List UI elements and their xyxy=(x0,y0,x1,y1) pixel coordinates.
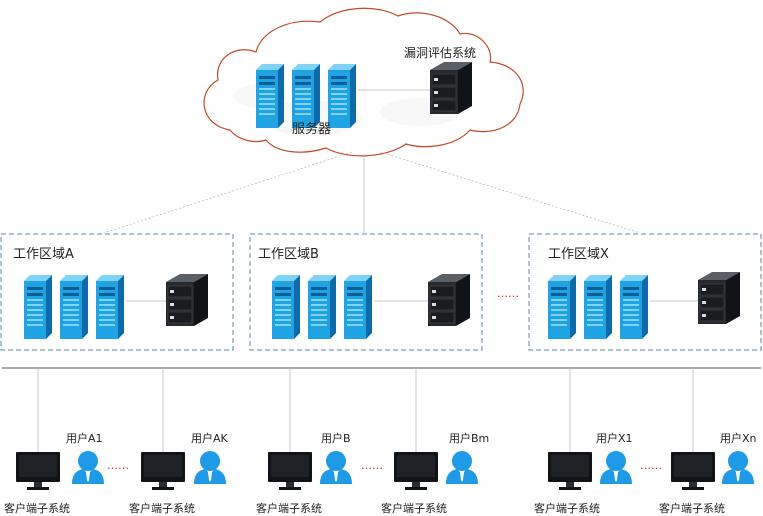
cloud-connectors xyxy=(103,151,641,234)
client-b: 用户B 客户端子系统 xyxy=(256,431,352,515)
zone-title: 工作区域X xyxy=(548,247,609,262)
server-tower-icon xyxy=(24,275,52,339)
person-icon xyxy=(722,451,754,484)
person-icon xyxy=(72,451,104,484)
server-tower-icon xyxy=(308,275,336,339)
user-label: 用户Xn xyxy=(720,431,757,445)
zone-border xyxy=(528,233,762,351)
zone-title: 工作区域A xyxy=(13,247,74,262)
client-system-label: 客户端子系统 xyxy=(534,501,600,515)
zone-gap-dots: …… xyxy=(497,287,519,300)
zone-b: 工作区域B xyxy=(249,233,483,351)
server-tower-icon xyxy=(96,275,124,339)
client-bm: 用户Bm 客户端子系统 xyxy=(381,431,489,515)
zone-x: 工作区域X xyxy=(528,233,762,351)
rack-server-icon xyxy=(429,61,473,115)
monitor-icon xyxy=(16,452,60,490)
client-ak: 用户AK 客户端子系统 xyxy=(129,431,229,515)
zone-border xyxy=(249,233,483,351)
server-tower-icon xyxy=(620,275,648,339)
client-gap-dots: …… xyxy=(640,459,662,472)
person-icon xyxy=(320,451,352,484)
scanner-label: 漏洞评估系统 xyxy=(404,46,476,60)
cloud xyxy=(203,7,524,157)
client-system-label: 客户端子系统 xyxy=(129,501,195,515)
server-tower-icon xyxy=(548,275,576,339)
client-system-label: 客户端子系统 xyxy=(256,501,322,515)
monitor-icon xyxy=(548,452,592,490)
server-tower-icon xyxy=(272,275,300,339)
monitor-icon xyxy=(671,452,715,490)
zone-border xyxy=(0,233,234,351)
monitor-icon xyxy=(394,452,438,490)
server-tower-icon xyxy=(344,275,372,339)
monitor-icon xyxy=(268,452,312,490)
person-icon xyxy=(600,451,632,484)
monitor-icon xyxy=(141,452,185,490)
client-system-label: 客户端子系统 xyxy=(659,501,725,515)
client-xn: 用户Xn 客户端子系统 xyxy=(659,431,757,515)
servers-label: 服务器 xyxy=(292,121,331,137)
server-tower-icon xyxy=(584,275,612,339)
server-tower-icon xyxy=(328,64,356,128)
user-label: 用户X1 xyxy=(596,431,633,445)
server-tower-icon xyxy=(256,64,284,128)
cloud-outline xyxy=(203,7,524,157)
client-x1: 用户X1 客户端子系统 xyxy=(534,431,633,515)
client-drop-lines xyxy=(37,369,694,452)
client-system-label: 客户端子系统 xyxy=(381,501,447,515)
zone-title: 工作区域B xyxy=(258,247,319,262)
server-tower-icon xyxy=(292,64,320,128)
client-a1: 用户A1 客户端子系统 xyxy=(4,431,104,515)
client-gap-dots: …… xyxy=(107,459,129,472)
cloud-server-cluster xyxy=(256,64,356,128)
rack-server-icon xyxy=(427,273,471,327)
rack-server-icon xyxy=(697,271,741,325)
rack-server-icon xyxy=(165,273,209,327)
client-system-label: 客户端子系统 xyxy=(4,501,70,515)
client-gap-dots: …… xyxy=(361,459,383,472)
zone-a: 工作区域A xyxy=(0,233,234,351)
user-label: 用户B xyxy=(321,431,351,445)
server-tower-icon xyxy=(60,275,88,339)
user-label: 用户AK xyxy=(191,431,229,445)
person-icon xyxy=(446,451,478,484)
user-label: 用户Bm xyxy=(449,431,489,445)
person-icon xyxy=(194,451,226,484)
user-label: 用户A1 xyxy=(66,431,103,445)
